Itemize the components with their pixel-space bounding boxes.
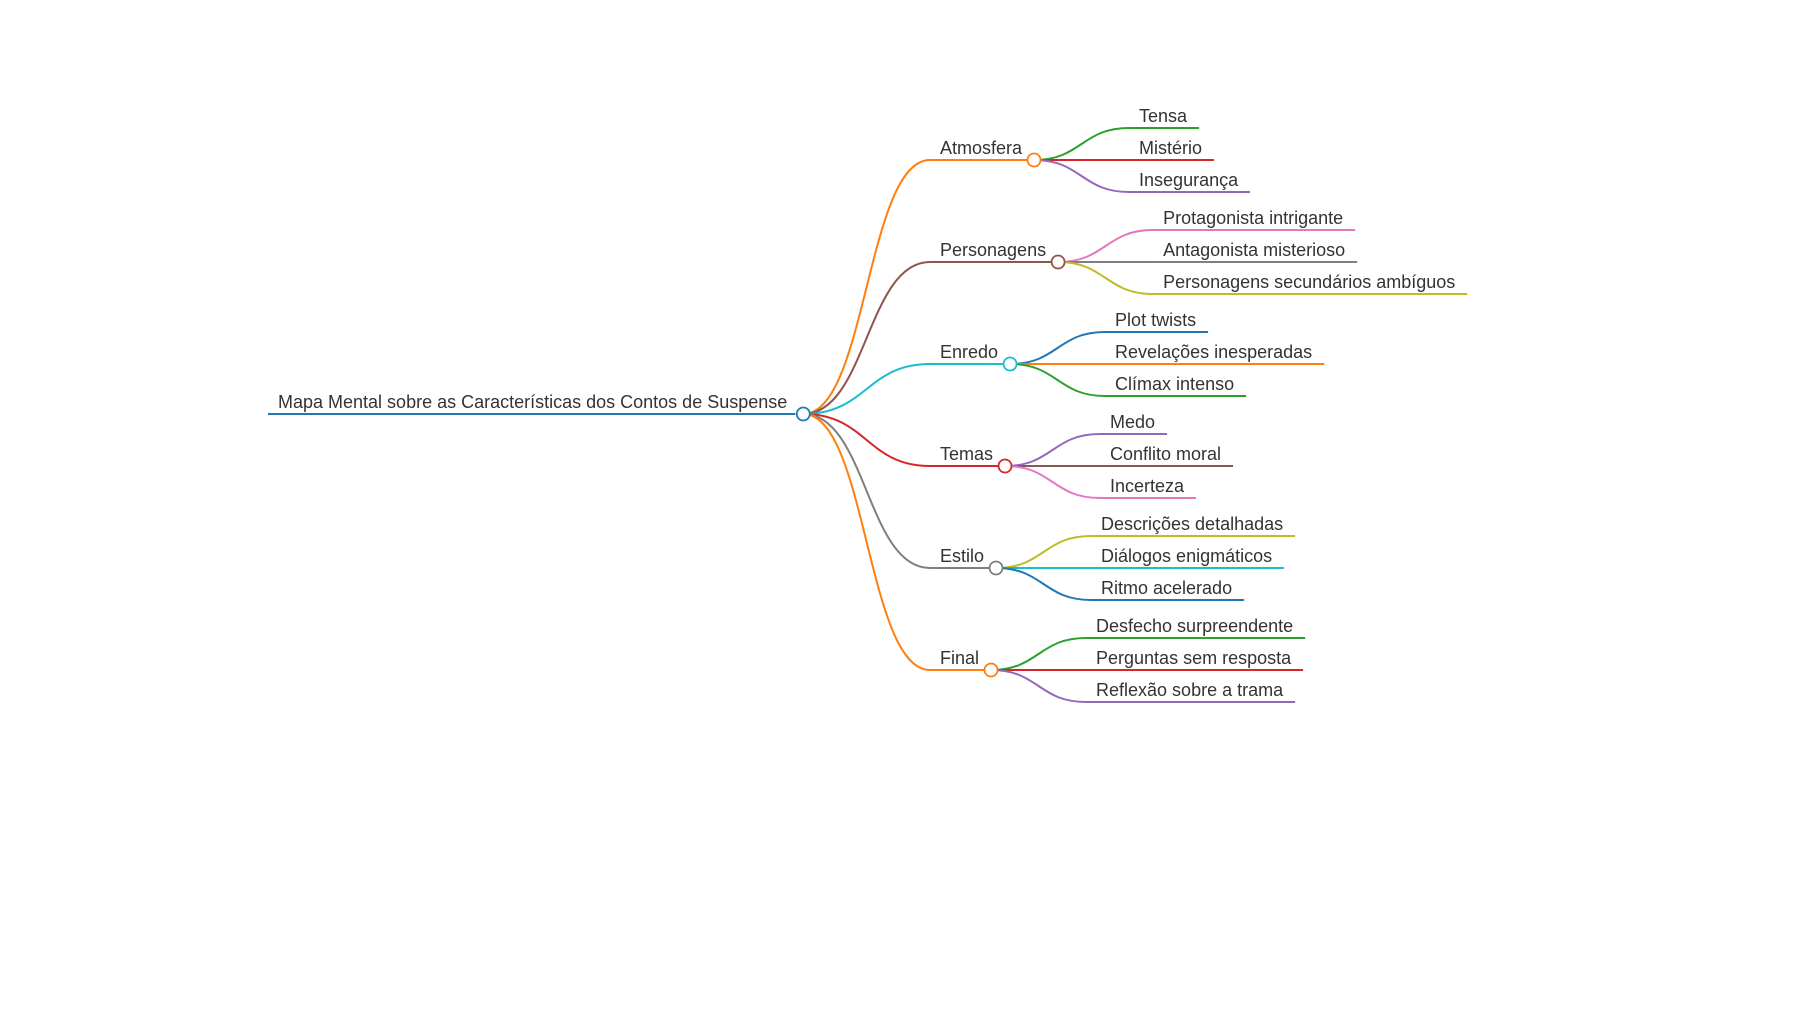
link-branch-6-to-leaf-1 (991, 637, 1087, 671)
link-branch-4-to-leaf-3 (1005, 465, 1101, 499)
link-branch-3-to-leaf-1 (1010, 331, 1106, 365)
leaf-node-4-2-label: Conflito moral (1110, 444, 1221, 464)
leaf-node-4-1-label: Medo (1110, 412, 1155, 432)
link-root-to-branch-3 (803, 363, 931, 415)
link-branch-4-to-leaf-1 (1005, 433, 1101, 467)
leaf-node-3-1-label: Plot twists (1115, 310, 1196, 330)
link-branch-2-to-leaf-3 (1058, 261, 1154, 295)
link-branch-1-to-leaf-3 (1034, 159, 1130, 193)
leaf-node-4-3-label: Incerteza (1110, 476, 1185, 496)
leaf-node-1-2-label: Mistério (1139, 138, 1202, 158)
link-branch-5-to-leaf-1 (996, 535, 1092, 569)
leaf-node-5-3-label: Ritmo acelerado (1101, 578, 1232, 598)
leaf-node-6-3-label: Reflexão sobre a trama (1096, 680, 1284, 700)
mind-map-nodes: Mapa Mental sobre as Características dos… (278, 106, 1455, 700)
link-root-to-branch-6 (803, 413, 931, 671)
link-branch-3-to-leaf-3 (1010, 363, 1106, 397)
link-branch-1-to-leaf-1 (1034, 127, 1130, 161)
leaf-node-6-2-label: Perguntas sem resposta (1096, 648, 1292, 668)
leaf-node-6-1-label: Desfecho surpreendente (1096, 616, 1293, 636)
branch-6-collapse-knob[interactable] (983, 662, 999, 678)
leaf-node-3-2-label: Revelações inesperadas (1115, 342, 1312, 362)
mind-map-links (268, 127, 1468, 703)
leaf-node-5-1-label: Descrições detalhadas (1101, 514, 1283, 534)
root-node-label: Mapa Mental sobre as Características dos… (278, 392, 787, 412)
branch-node-1-label: Atmosfera (940, 138, 1023, 158)
leaf-node-3-3-label: Clímax intenso (1115, 374, 1234, 394)
branch-node-6-label: Final (940, 648, 979, 668)
branch-2-collapse-knob[interactable] (1050, 254, 1066, 270)
link-branch-5-to-leaf-3 (996, 567, 1092, 601)
link-root-to-branch-4 (803, 413, 931, 467)
link-root-to-branch-1 (803, 159, 931, 415)
leaf-node-5-2-label: Diálogos enigmáticos (1101, 546, 1272, 566)
branch-4-collapse-knob[interactable] (997, 458, 1013, 474)
link-branch-6-to-leaf-3 (991, 669, 1087, 703)
branch-3-collapse-knob[interactable] (1002, 356, 1018, 372)
branch-node-3-label: Enredo (940, 342, 998, 362)
branch-node-2-label: Personagens (940, 240, 1046, 260)
link-branch-2-to-leaf-1 (1058, 229, 1154, 263)
branch-node-4-label: Temas (940, 444, 993, 464)
root-collapse-knob[interactable] (795, 406, 811, 422)
leaf-node-2-3-label: Personagens secundários ambíguos (1163, 272, 1455, 292)
link-root-to-branch-2 (803, 261, 931, 415)
link-root-to-branch-5 (803, 413, 931, 569)
branch-5-collapse-knob[interactable] (988, 560, 1004, 576)
leaf-node-2-1-label: Protagonista intrigante (1163, 208, 1343, 228)
branch-1-collapse-knob[interactable] (1026, 152, 1042, 168)
leaf-node-1-1-label: Tensa (1139, 106, 1188, 126)
leaf-node-1-3-label: Insegurança (1139, 170, 1239, 190)
branch-node-5-label: Estilo (940, 546, 984, 566)
leaf-node-2-2-label: Antagonista misterioso (1163, 240, 1345, 260)
